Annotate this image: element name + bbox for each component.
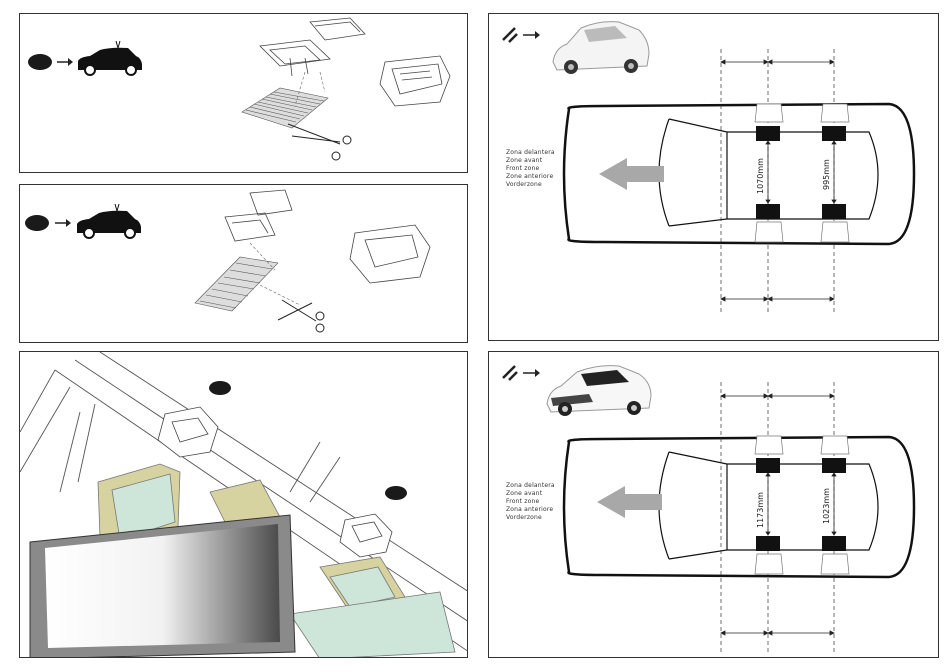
suv-car-icon (77, 204, 141, 238)
rear-width-label: 995mm (822, 159, 831, 190)
suv-car-icon (78, 41, 142, 75)
black-dot-badge (25, 215, 49, 231)
white-hatchback-photo (547, 366, 651, 416)
tools-icon (503, 366, 517, 380)
zone-label-es: Zona delantera (506, 149, 555, 157)
front-direction-arrow (599, 158, 664, 190)
zone-label-it: Zona anteriore (506, 506, 555, 514)
clamp-block (756, 458, 846, 551)
foot-sketch (755, 104, 849, 242)
dimension-arrows (721, 394, 834, 635)
step-panel-interior-mount (19, 351, 468, 658)
measurement-panel-model-1: 1070mm 995mm Zona delantera Zone avant F… (488, 13, 939, 341)
hatched-strip (242, 88, 328, 128)
rear-width-label: 1023mm (822, 488, 831, 524)
front-direction-arrow (597, 486, 662, 518)
reference-lines (721, 382, 834, 652)
zone-label-es: Zona delantera (506, 482, 555, 490)
zone-label-fr: Zone avant (506, 490, 555, 498)
step-panel-cut-pad-1 (19, 13, 468, 173)
zone-label-it: Zone anteriore (506, 173, 555, 181)
rear-window (30, 515, 295, 658)
clamp-block (756, 126, 846, 219)
zone-label-de: Vorderzone (506, 514, 555, 522)
white-hatchback-photo (553, 22, 649, 74)
measurement-panel-model-2: 1173mm 1023mm Zona delantera Zone avant … (488, 351, 939, 658)
front-width-label: 1173mm (756, 492, 765, 528)
black-dot-badge (28, 54, 52, 70)
arrow-right-icon (55, 219, 71, 227)
zone-label-fr: Zone avant (506, 157, 555, 165)
arrow-right-icon (523, 31, 540, 39)
scissors-icon (288, 124, 351, 160)
hatched-strip (195, 257, 278, 311)
black-dot-badge (209, 381, 407, 500)
front-zone-labels: Zona delantera Zone avant Front zone Zon… (506, 482, 555, 522)
zone-label-en: Front zone (506, 498, 555, 506)
arrow-right-icon (523, 369, 540, 377)
front-zone-labels: Zona delantera Zone avant Front zone Zon… (506, 149, 555, 189)
step-panel-cut-pad-2 (19, 184, 468, 343)
dimension-arrows (721, 60, 834, 301)
arrow-right-icon (57, 58, 73, 66)
reference-lines (721, 49, 834, 312)
tools-icon (503, 28, 517, 42)
zone-label-en: Front zone (506, 165, 555, 173)
zone-label-de: Vorderzone (506, 181, 555, 189)
front-width-label: 1070mm (756, 158, 765, 194)
foot-sketch (755, 436, 849, 574)
scissors-icon (278, 300, 324, 332)
